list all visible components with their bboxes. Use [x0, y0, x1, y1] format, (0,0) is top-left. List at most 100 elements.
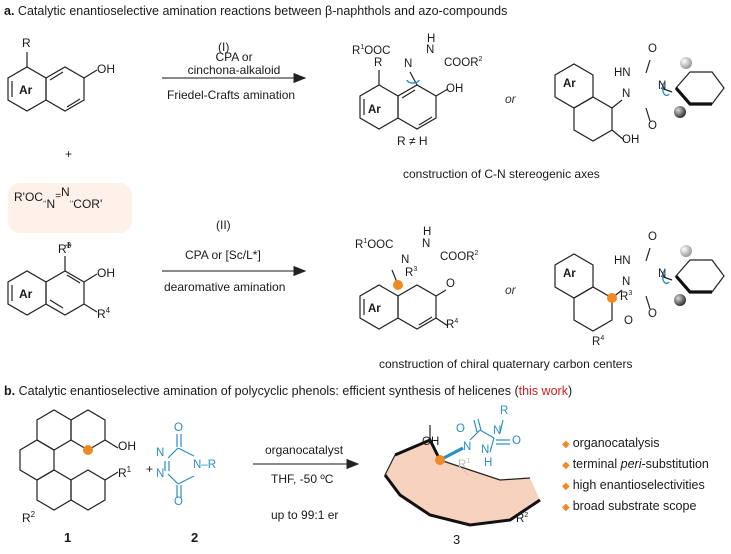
highlights-list: ◆organocatalysis ◆terminal peri-substitu… [562, 436, 709, 520]
azo-reagent: R'OCʼʼN=NʼʼCOR' [14, 185, 103, 211]
product-1b-o-top: O [648, 43, 657, 55]
compound-3-o-right: O [512, 435, 521, 447]
compound-2-n2: N [156, 468, 165, 480]
compound-3-number: 3 [453, 532, 461, 547]
product-1a-nh-label: N [426, 44, 435, 56]
plus-sign-top: + [65, 147, 73, 161]
azo-n2: N [61, 185, 70, 199]
product-1a-ar-label: Ar [368, 104, 381, 116]
product-2b-r3-label: R3 [620, 290, 633, 303]
product-1b-ar-label: Ar [563, 78, 576, 90]
atropisomer-aryl-1 [661, 57, 725, 118]
substrate-1-structure [7, 52, 98, 112]
route-2-reaction-type: dearomative amination [164, 280, 286, 294]
compound-3-o-left: O [456, 423, 465, 435]
product-2b-o-bottom: O [648, 308, 657, 320]
compound-1-oh-label: OH [118, 439, 136, 453]
or-label-1: or [505, 92, 516, 106]
plus-sign-b: + [146, 462, 154, 476]
panel-b-title-text: Catalytic enantioselective amination of … [18, 384, 519, 398]
product-2b-ar-label: Ar [563, 268, 576, 280]
route-1-caption: construction of C-N stereogenic axes [403, 167, 600, 181]
product-2a-h-label: H [423, 226, 432, 238]
compound-1-number: 1 [64, 530, 72, 545]
route-1-reaction-type: Friedel-Crafts amination [167, 88, 296, 102]
condition-catalyst: organocatalyst [265, 443, 344, 457]
substrate-2-oh-label: OH [97, 266, 115, 280]
route-2-catalyst: CPA or [Sc/L*] [185, 248, 261, 262]
product-2a-r3-label: R3 [405, 266, 418, 279]
product-2b-n4-label: N [658, 268, 667, 280]
azo-right-group: COR' [73, 197, 103, 211]
compound-1-r1-label: R1 [118, 465, 132, 480]
product-1a-ester-left: R1OOC [352, 44, 391, 57]
compound-3-n-left: N [463, 441, 472, 453]
substrate-2-ar-label: Ar [19, 287, 33, 301]
compound-2-nr: N–R [193, 459, 217, 471]
product-2a-ar-label: Ar [368, 303, 381, 315]
product-1a-condition: R ≠ H [397, 134, 428, 148]
product-1a-h-label: H [427, 33, 436, 45]
product-1a-structure [359, 70, 449, 130]
panel-a-title: a. Catalytic enantioselective amination … [4, 4, 507, 18]
azo-left-group: R'OC [14, 190, 43, 204]
bullet-diamond-icon: ◆ [562, 502, 570, 513]
product-2b-o-top: O [648, 231, 657, 243]
compound-3-n-top: N [493, 425, 502, 437]
reaction-site-marker [83, 445, 93, 455]
highlight-item: ◆high enantioselectivities [562, 478, 705, 492]
product-2a-ester-left: R1OOC [355, 238, 394, 251]
product-1a-r-label: R [374, 57, 383, 69]
product-1b-o-bottom: O [648, 120, 657, 132]
product-2a-nh-label: N [422, 238, 431, 250]
product-stereo-marker [435, 455, 445, 465]
product-2b-o-ketone: O [624, 315, 633, 327]
product-2a-ester-right: COOR2 [440, 250, 479, 263]
this-work-highlight: this work [518, 384, 568, 398]
product-2b-n1-label: N [622, 276, 631, 288]
product-1a-ester-right: COOR2 [444, 56, 483, 69]
compound-2-o-top: O [174, 422, 183, 434]
substrate-2-structure [7, 256, 98, 316]
condition-solvent-temp: THF, -50 ºC [271, 472, 334, 486]
compound-3-urazole [469, 418, 510, 453]
product-1a-n-label: N [404, 58, 413, 70]
compound-3-r1-label: R1 [458, 458, 471, 471]
compound-3-r-label: R [500, 405, 509, 417]
highlight-item: ◆organocatalysis [562, 436, 660, 450]
product-2a-r4-label: R4 [446, 318, 459, 331]
panel-a-title-text: Catalytic enantioselective amination rea… [17, 4, 508, 18]
product-2a-o-label: O [446, 278, 455, 290]
bullet-diamond-icon: ◆ [562, 439, 570, 450]
highlight-item: ◆terminal peri-substitution [562, 457, 709, 471]
or-label-2: or [505, 283, 516, 297]
azo-n1: N [46, 197, 56, 211]
product-1b-structure [554, 59, 673, 142]
compound-2-structure [164, 434, 195, 498]
substrate-1-r-label: R [22, 36, 31, 50]
stereocenter-marker-2 [607, 293, 617, 303]
substrate-1-ar-label: Ar [19, 83, 33, 97]
route-1-catalyst: CPA or cinchona-alkaloid [187, 50, 281, 77]
product-1b-hn-label: HN [614, 67, 631, 79]
panel-b-label: b. [4, 384, 16, 398]
compound-1-r2-label: R2 [22, 510, 36, 525]
product-1b-n1-label: N [622, 88, 631, 100]
product-2b-hn-label: HN [614, 255, 631, 267]
azo-reagent-highlight [8, 183, 132, 233]
route-2-label: (II) [216, 218, 231, 232]
route-2-caption: construction of chiral quaternary carbon… [379, 357, 633, 371]
compound-3-r2-label: R2 [516, 512, 529, 525]
bullet-diamond-icon: ◆ [562, 481, 570, 492]
compound-2-n1: N [156, 447, 165, 459]
condition-selectivity: up to 99:1 er [271, 508, 339, 522]
panel-a-label: a. [4, 4, 15, 18]
compound-2-o-bottom: O [174, 496, 183, 508]
product-1a-oh-label: OH [446, 83, 464, 95]
compound-2-number: 2 [191, 530, 199, 545]
product-2a-structure [359, 269, 449, 330]
compound-3-h-label: H [484, 457, 493, 469]
bullet-diamond-icon: ◆ [562, 460, 570, 471]
compound-3-n-right: N [481, 444, 490, 456]
